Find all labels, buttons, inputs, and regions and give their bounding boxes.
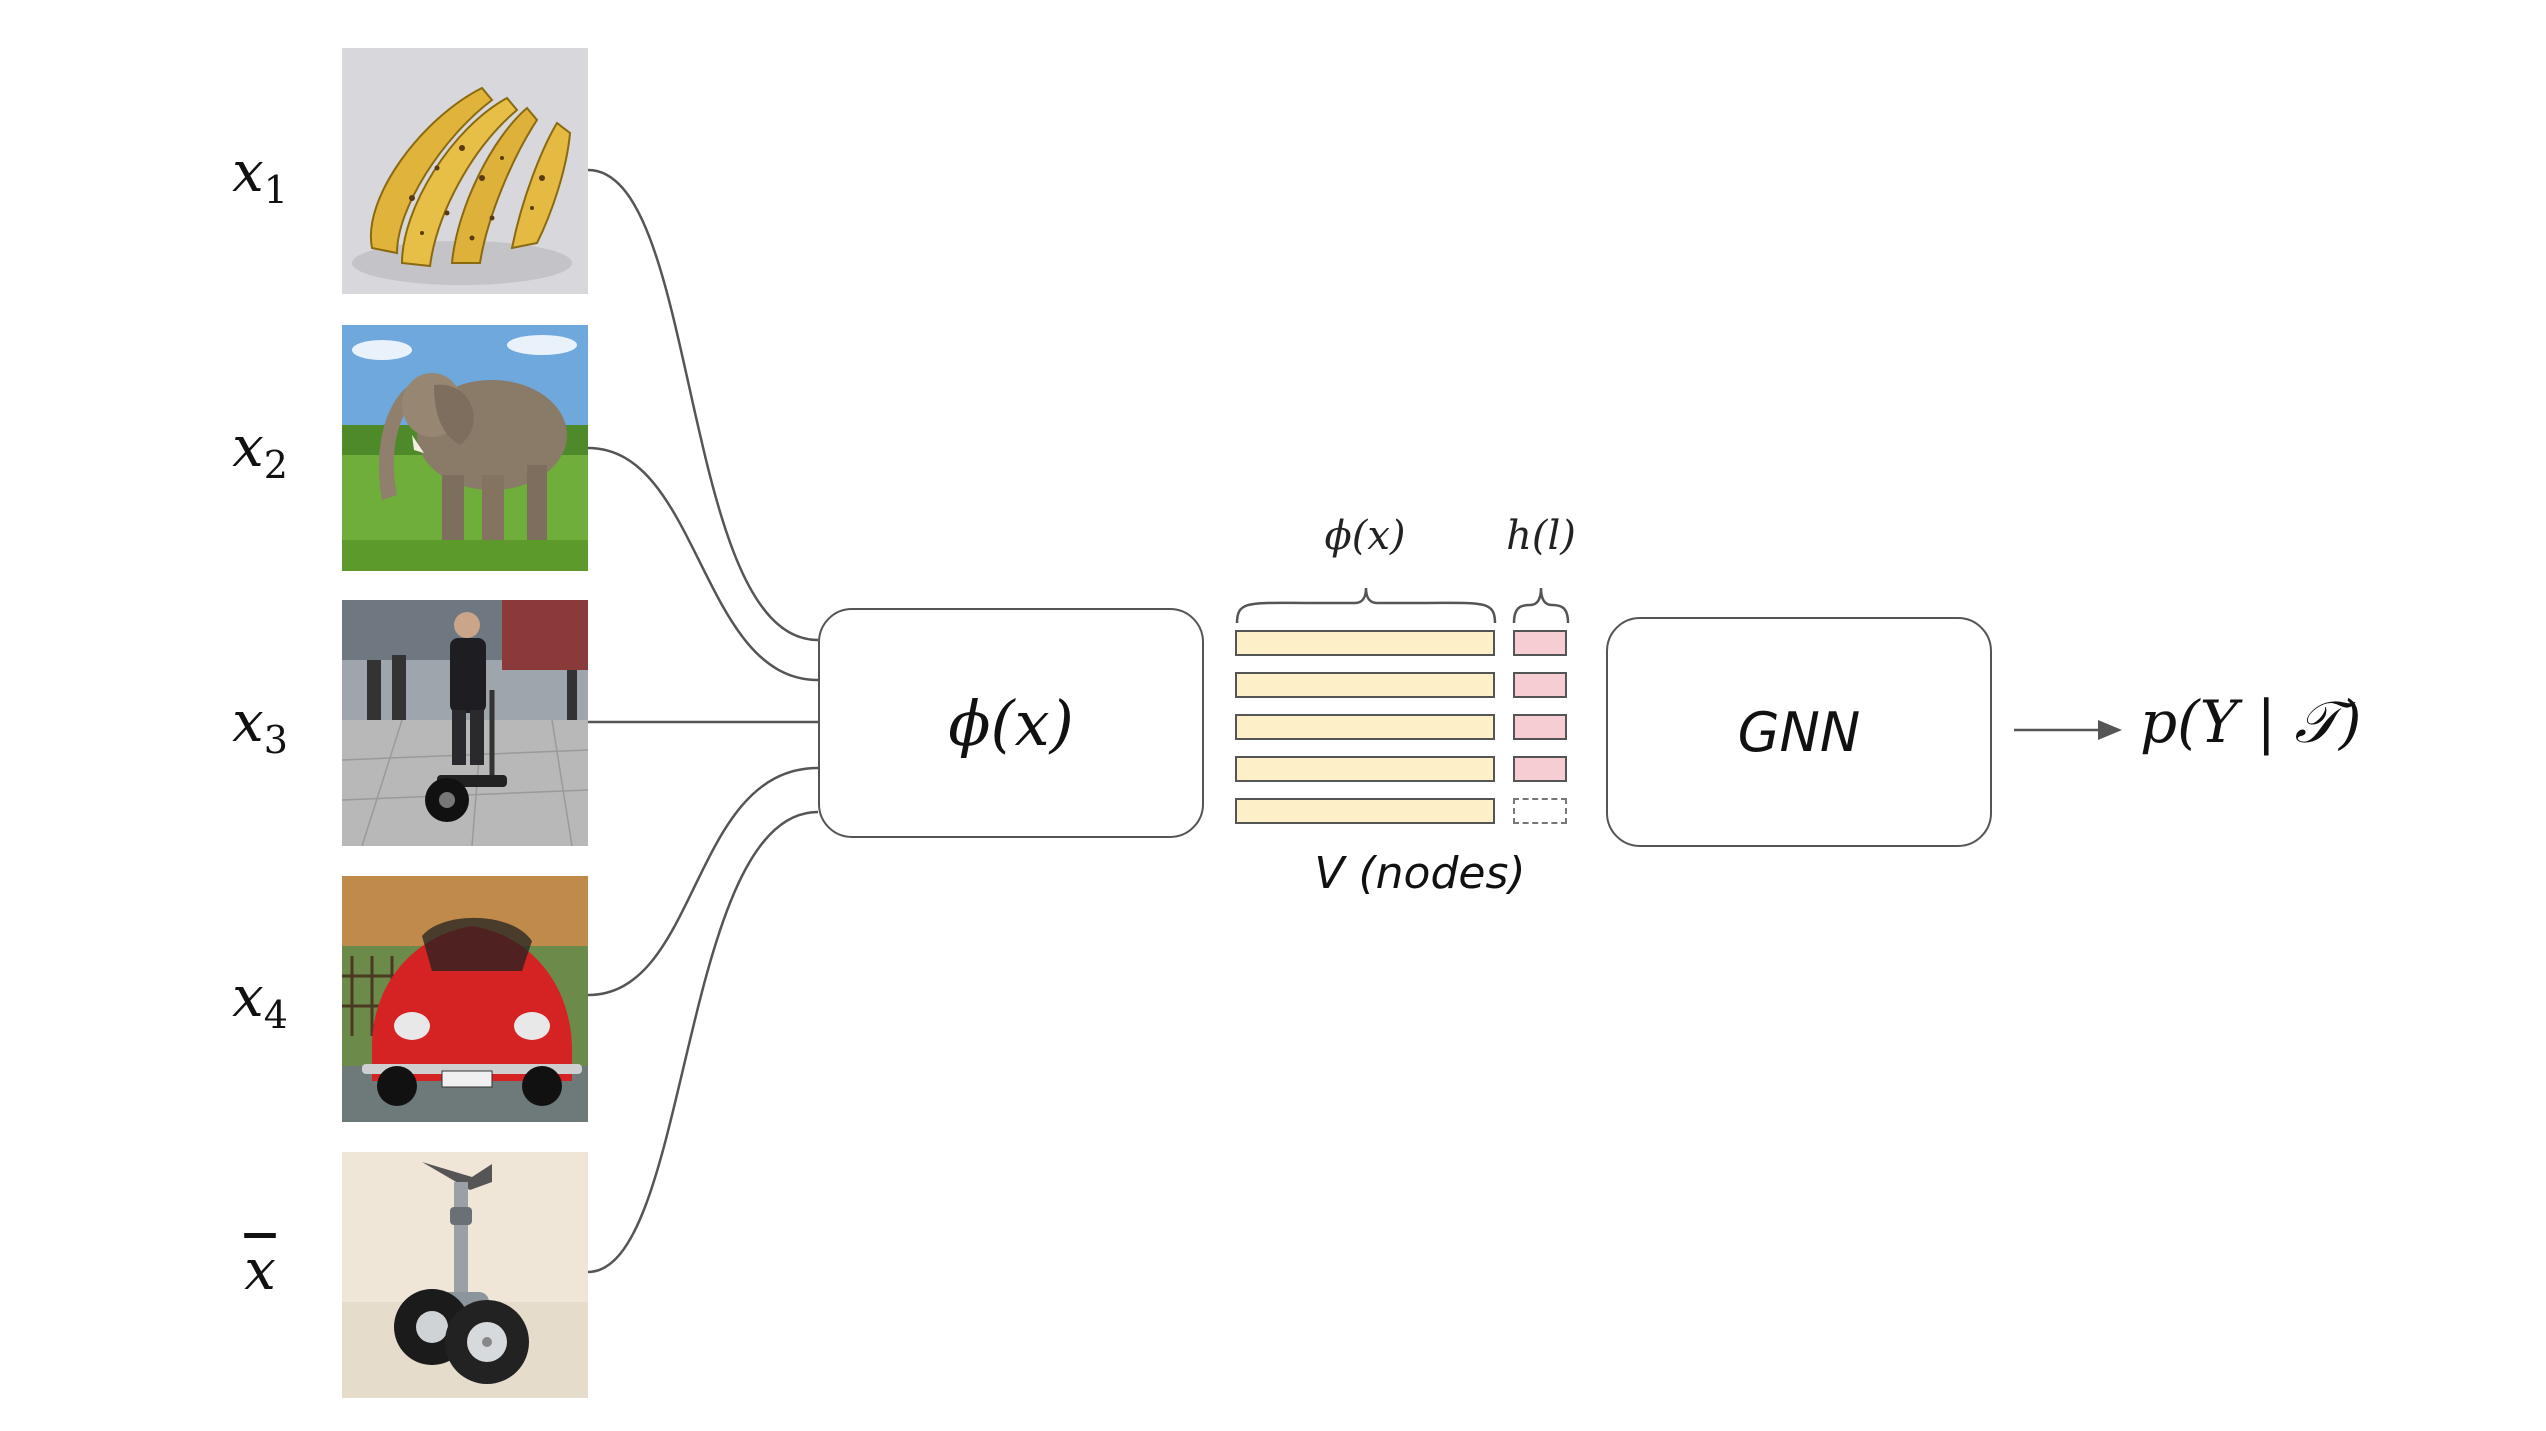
wire-x4	[587, 766, 819, 997]
image-bananas	[342, 48, 588, 294]
label-brace-label: h(l)	[1506, 513, 1576, 559]
input-label-xbar: x	[244, 1238, 276, 1303]
input-label-x2: x2	[232, 415, 288, 487]
wire-x1	[587, 168, 819, 642]
brace-features	[1235, 587, 1497, 624]
image-elephant	[342, 325, 588, 571]
wire-x2	[587, 446, 819, 682]
node-feature-row	[1235, 714, 1495, 740]
output-arrow-head	[2098, 720, 2122, 740]
image-red-beetle-car	[342, 876, 588, 1122]
node-label-cell	[1513, 672, 1567, 698]
node-feature-row	[1235, 798, 1495, 824]
node-label-cell-unknown	[1513, 798, 1567, 824]
embedding-function-box: ϕ(x)	[818, 608, 1204, 838]
input-label-x3: x3	[232, 690, 288, 762]
node-label-cell	[1513, 630, 1567, 656]
image-segway-toy	[342, 1152, 588, 1398]
input-label-x4: x4	[232, 965, 288, 1037]
nodes-caption: V (nodes)	[1314, 848, 1526, 899]
input-label-x1: x1	[232, 140, 288, 212]
node-label-cell	[1513, 714, 1567, 740]
output-label: p(Y | 𝒯)	[2140, 688, 2362, 756]
image-man-on-segway	[342, 600, 588, 846]
node-feature-row	[1235, 672, 1495, 698]
node-feature-row	[1235, 756, 1495, 782]
gnn-box: GNN	[1606, 617, 1992, 847]
node-label-cell	[1513, 756, 1567, 782]
brace-labels	[1512, 587, 1570, 624]
node-feature-row	[1235, 630, 1495, 656]
embedding-function-label: ϕ(x)	[948, 686, 1074, 760]
gnn-label: GNN	[1737, 700, 1861, 764]
feature-brace-label: ϕ(x)	[1324, 513, 1406, 559]
wire-xbar	[587, 810, 819, 1274]
